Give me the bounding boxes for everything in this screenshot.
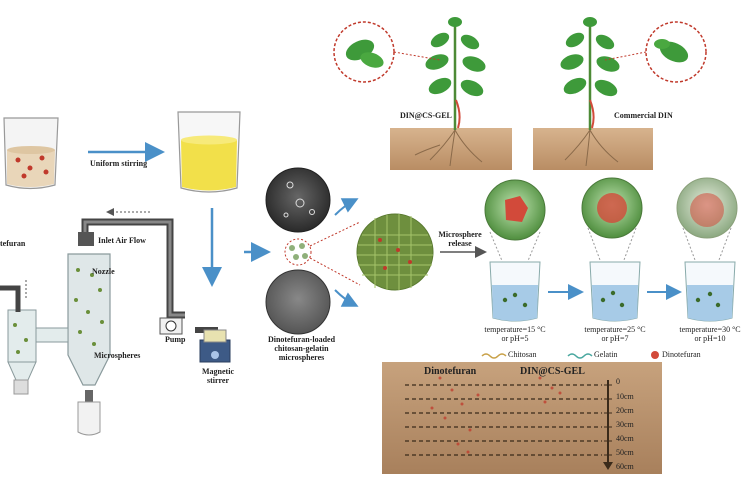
depth-label-40: 40cm (616, 434, 634, 443)
depth-label-20: 20cm (616, 406, 634, 415)
label-magnetic-stirrer: Magnetic stirrer (202, 367, 234, 385)
depth-label-10: 10cm (616, 392, 634, 401)
release-beaker-1 (489, 261, 541, 322)
legend-dinotefuran-swatch (651, 351, 659, 359)
label-temp-3: temperature=30 °C or pH=10 (679, 325, 741, 343)
release-beaker-2 (589, 261, 641, 322)
microsphere-structure (356, 213, 434, 291)
release-sphere-2 (581, 177, 643, 269)
spray-droplets (13, 268, 104, 354)
sem-image-top (265, 167, 331, 233)
depth-label-0: 0 (616, 377, 620, 386)
microsphere-cluster (284, 221, 361, 286)
label-uniform-stirring: Uniform stirring (90, 159, 148, 168)
soil-header-dinotefuran: Dinotefuran (424, 366, 477, 377)
plant-commercial-din (533, 17, 707, 170)
sem-image-bottom (265, 269, 331, 335)
spray-dryer (0, 208, 231, 436)
plant-din-cs-gel (333, 17, 512, 170)
label-microspheres: Microspheres (94, 351, 141, 360)
soil-column-panel (382, 362, 662, 474)
beaker-yellow (177, 111, 241, 193)
legend-chitosan-label: Chitosan (508, 350, 537, 359)
label-temp-1: temperature=15 °C or pH=5 (484, 325, 546, 343)
release-beaker-3 (684, 261, 736, 322)
legend-chitosan-swatch (481, 353, 507, 359)
label-nozzle: Nozzle (92, 267, 115, 276)
label-dinotefuran-partial: tefuran (0, 239, 26, 248)
depth-label-30: 30cm (616, 420, 634, 429)
legend-gelatin-label: Gelatin (594, 350, 618, 359)
depth-label-60: 60cm (616, 462, 634, 471)
beaker-mixture (3, 117, 59, 190)
soil-header-din-cs-gel: DIN@CS-GEL (520, 366, 585, 377)
release-sphere-3 (676, 177, 738, 269)
label-din-cs-gel-plant: DIN@CS-GEL (400, 111, 452, 120)
release-sphere-1 (484, 179, 546, 269)
legend-gelatin-swatch (567, 353, 593, 359)
label-inlet-air-flow: Inlet Air Flow (98, 236, 146, 245)
legend-dinotefuran-label: Dinotefuran (662, 350, 701, 359)
label-temp-2: temperature=25 °C or pH=7 (584, 325, 646, 343)
label-dinotefuran-loaded: Dinotefuran-loaded chitosan-gelatin micr… (267, 335, 336, 362)
depth-label-50: 50cm (616, 448, 634, 457)
label-commercial-din: Commercial DIN (614, 111, 673, 120)
label-pump: Pump (165, 335, 186, 344)
label-microsphere-release: Microsphere release (438, 230, 482, 248)
